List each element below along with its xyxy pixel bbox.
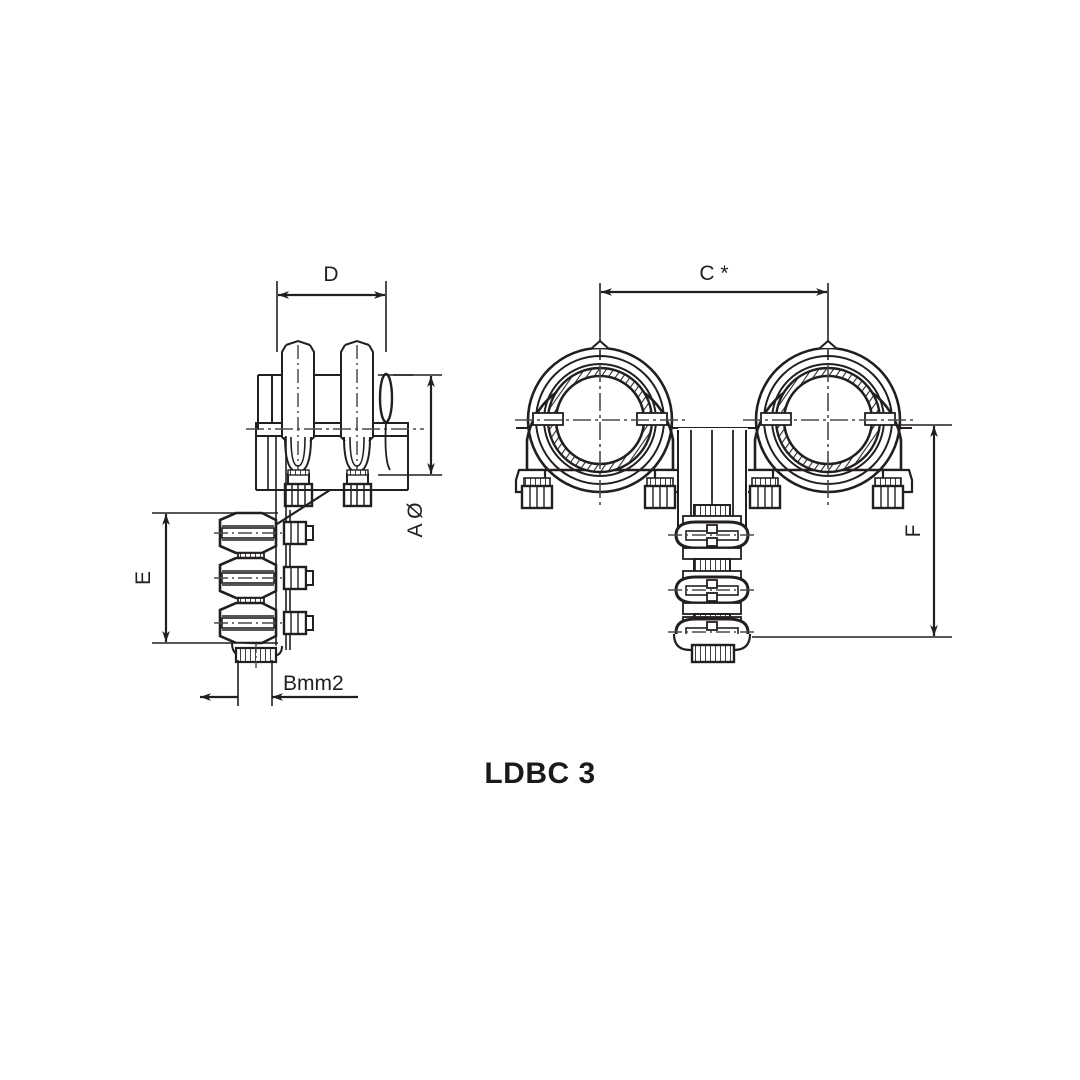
- body-side-edges: [255, 423, 409, 490]
- dim-c-label: C *: [699, 262, 728, 285]
- clamp-left-split-left: [532, 412, 564, 426]
- clamp-left-split-right: [636, 412, 668, 426]
- side-view: D: [132, 263, 442, 706]
- clamp-bolt: [282, 565, 314, 591]
- dim-e-label: E: [132, 571, 155, 585]
- clamp-right-bolt-b: [871, 477, 905, 510]
- clamp-right-top-notch: [819, 339, 837, 349]
- pipe-clamp-right: [742, 335, 914, 510]
- side-view-upper-body: [246, 339, 424, 650]
- dimension-f: F: [752, 424, 952, 638]
- front-stack-bottom-nut: [690, 643, 736, 664]
- clamp-right-bolt-a: [748, 477, 782, 510]
- clamp-left-bolt-a: [520, 477, 554, 510]
- front-view-clamp-stack: [668, 504, 756, 664]
- front-view: C *: [514, 262, 952, 664]
- dimension-b: Bmm2: [200, 660, 358, 706]
- bolt-nut-right: [342, 469, 373, 508]
- dimension-d: D: [276, 263, 387, 352]
- drawing-title: LDBC 3: [484, 757, 595, 790]
- clamp-left-bore: [554, 374, 646, 466]
- dim-d-label: D: [323, 263, 338, 286]
- bolt-nut-left: [283, 469, 314, 508]
- clamp-left-top-notch: [591, 339, 609, 349]
- u-bolt-right: [340, 339, 374, 508]
- clamp-element-front: [668, 515, 756, 573]
- clamp-right-bore: [782, 374, 874, 466]
- clamp-bolt: [282, 520, 314, 546]
- clamp-right-split-left: [760, 412, 792, 426]
- dim-f-label: F: [902, 525, 925, 538]
- stack-end-cap: [231, 642, 283, 668]
- dim-b-label: Bmm2: [283, 672, 344, 695]
- clamp-right-split-right: [864, 412, 896, 426]
- pipe-end-tail: [384, 421, 391, 471]
- pipe-end-ellipse: [378, 372, 394, 424]
- clamp-left-bolt-b: [643, 477, 677, 510]
- clamp-bolt: [282, 610, 314, 636]
- side-view-clamp-stack: [214, 510, 314, 668]
- dimension-e: E: [132, 512, 278, 644]
- dim-a-label: A Ø: [404, 502, 427, 537]
- clamp-element: [214, 601, 314, 645]
- dimension-a-diameter: A Ø: [378, 374, 442, 538]
- pipe-clamp-left: [514, 335, 686, 510]
